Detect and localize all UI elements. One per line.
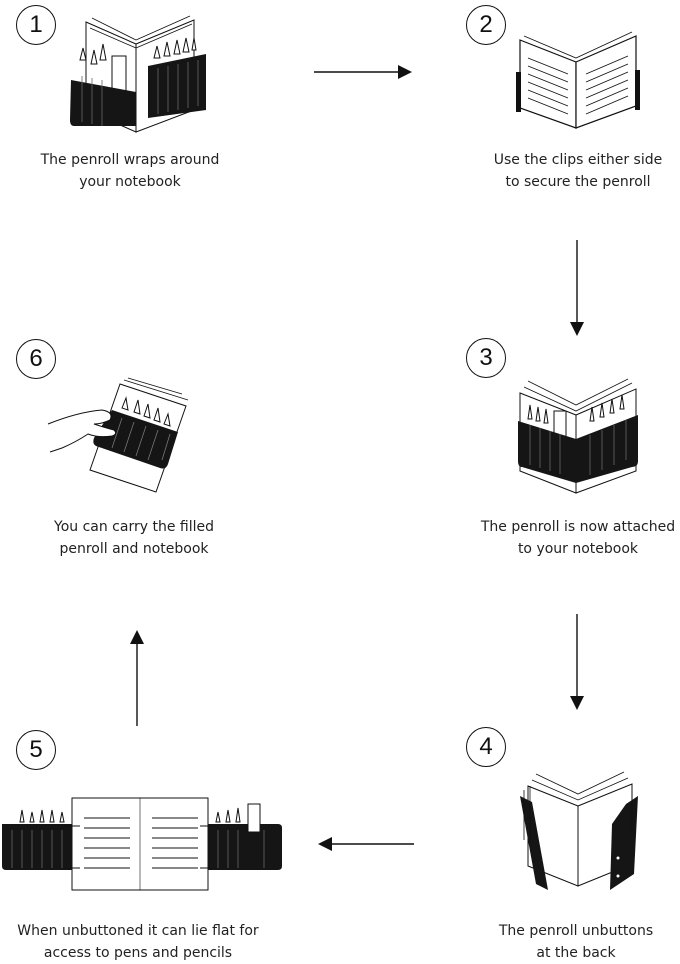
step-3-number: 3	[466, 338, 506, 378]
step-2-number: 2	[466, 5, 506, 45]
arrow-down-icon	[570, 240, 584, 336]
arrow-down-icon	[570, 614, 584, 710]
arrow-right-icon	[314, 65, 412, 79]
step-1-caption: The penroll wraps around your notebook	[40, 152, 220, 190]
arrow-up-icon	[130, 630, 144, 726]
step-1-illustration	[70, 15, 206, 133]
step-3-caption: The penroll is now attached to your note…	[480, 519, 676, 557]
step-4-caption: The penroll unbuttons at the back	[498, 923, 654, 961]
step-6-caption: You can carry the filled penroll and not…	[54, 519, 214, 557]
step-6-illustration	[47, 377, 189, 493]
step-2-caption: Use the clips either side to secure the …	[493, 152, 663, 190]
step-3-illustration	[518, 378, 638, 494]
arrow-left-icon	[318, 837, 414, 851]
step-5-illustration	[2, 797, 282, 891]
step-2-illustration	[516, 31, 640, 129]
step-1-number: 1	[16, 5, 56, 45]
step-5-caption: When unbuttoned it can lie flat for acce…	[17, 923, 259, 961]
step-4-number: 4	[466, 727, 506, 767]
step-6-number: 6	[16, 339, 56, 379]
step-5-number: 5	[16, 730, 56, 770]
step-4-illustration	[520, 771, 638, 890]
